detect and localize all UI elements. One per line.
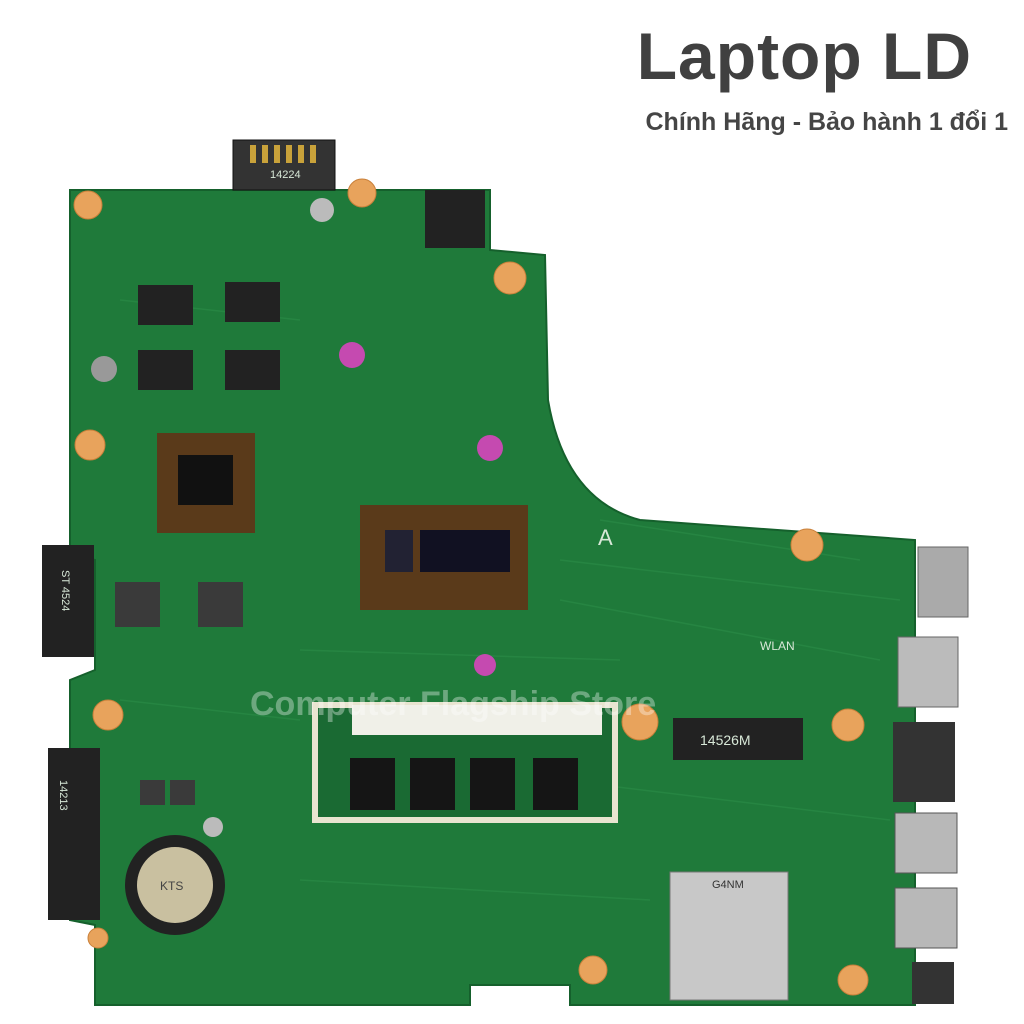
hdmi-port	[917, 546, 969, 618]
ram-chips	[350, 758, 578, 810]
battery-connector-label: 14224	[270, 169, 301, 181]
store-title: Laptop LD	[636, 19, 972, 93]
battery-connector	[232, 139, 336, 191]
card-reader-label: G4NM	[712, 879, 744, 891]
sata-connector	[48, 748, 100, 920]
card-reader	[669, 871, 789, 1001]
usb-port-1	[894, 812, 958, 874]
audio-jack	[912, 962, 954, 1004]
wlan-slot-label: 14526M	[700, 732, 751, 748]
watermark: Computer Flagship Store	[250, 685, 656, 723]
wlan-slot	[673, 718, 803, 760]
inductors	[115, 582, 243, 805]
odd-connector	[42, 545, 94, 657]
mounting-holes	[73, 178, 869, 996]
sata-connector-label: 14213	[57, 780, 69, 811]
usb-port-2	[894, 887, 958, 949]
vga-port	[897, 636, 959, 708]
odd-connector-label: ST 4524	[59, 570, 71, 611]
store-subtitle: Chính Hãng - Bảo hành 1 đổi 1	[645, 108, 1009, 136]
vram-chips	[138, 282, 280, 390]
ethernet-port	[893, 722, 955, 802]
board-label-wlan: WLAN	[760, 639, 795, 653]
board-label-a: A	[598, 525, 613, 550]
cmos-battery-label: KTS	[160, 879, 183, 893]
capacitors	[91, 198, 503, 837]
fan-connector	[425, 190, 485, 248]
